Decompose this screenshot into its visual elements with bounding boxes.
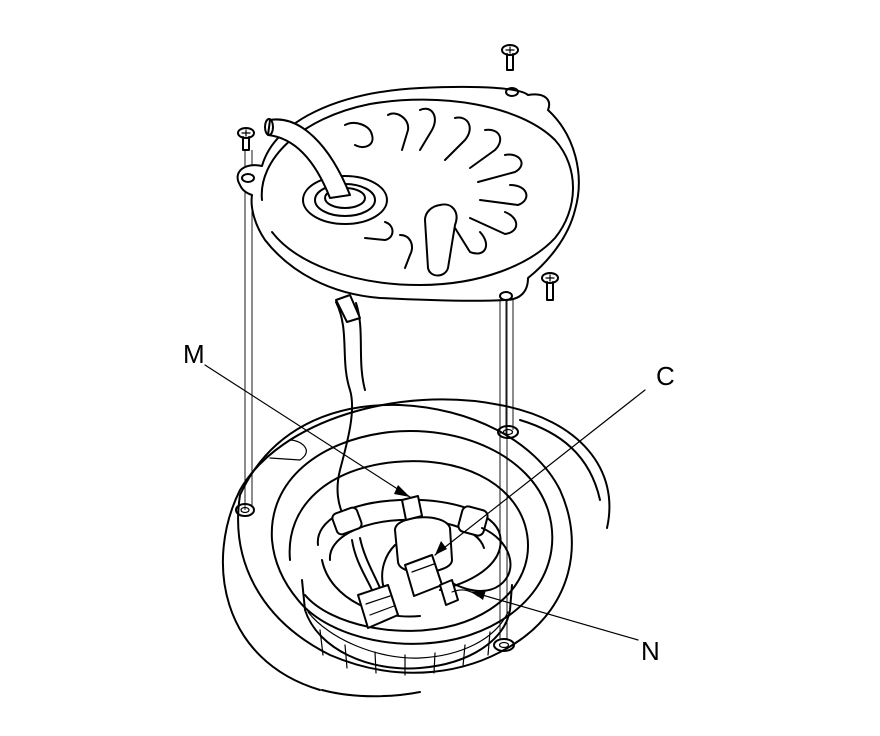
tank-opening [221, 398, 611, 698]
callout-label-c: C [656, 361, 675, 391]
callout-leaders [204, 364, 646, 641]
callout-label-n: N [641, 636, 660, 666]
screw-top-right [501, 44, 519, 71]
access-cover [236, 85, 580, 323]
screw-left [237, 127, 255, 151]
pump-internals [316, 301, 512, 629]
callout-label-m: M [183, 339, 205, 369]
screw-bottom-right [541, 272, 559, 301]
